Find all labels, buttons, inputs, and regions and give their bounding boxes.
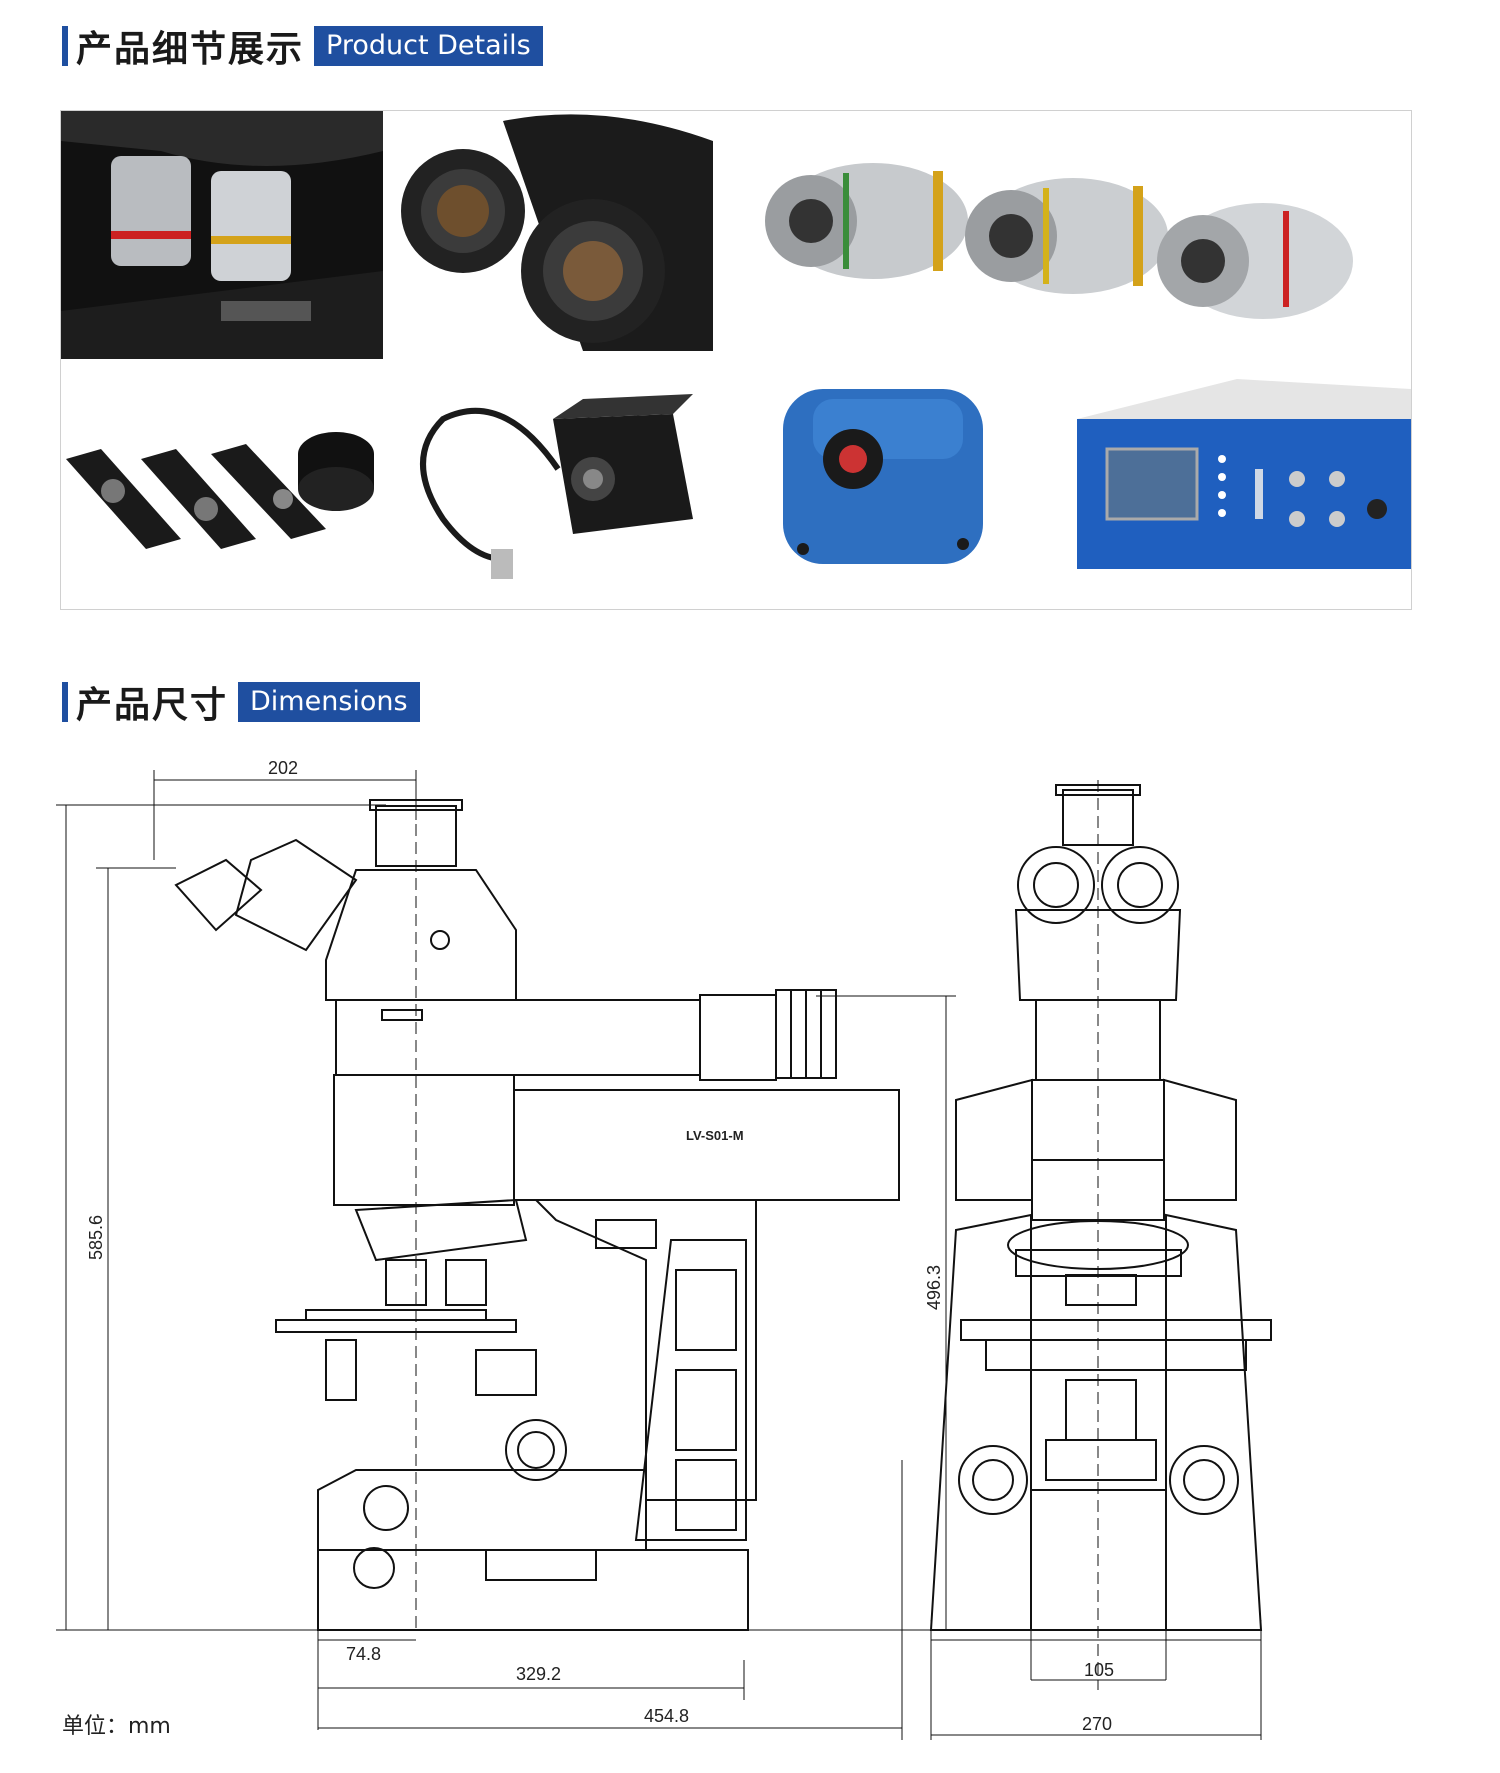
objective-lenses-photo — [723, 111, 1411, 360]
front-view-drawing — [929, 780, 1272, 1740]
controller-unit-photo — [1037, 359, 1411, 609]
filter-sliders-photo — [61, 359, 384, 609]
section-title-en: Dimensions — [238, 682, 420, 722]
section-title-cn: 产品尺寸 — [76, 685, 229, 726]
dim-base-depth: 329.2 — [516, 1664, 561, 1684]
section-title-cn: 产品细节展示 — [76, 29, 305, 70]
dim-arm-height: 496.3 — [924, 1265, 944, 1310]
dimension-drawings: 202 643 585.6 496.3 74.8 329.2 454.8 LV-… — [56, 760, 1466, 1760]
section-title-product-details: 产品细节展示 Product Details — [62, 24, 543, 70]
section-title-en: Product Details — [314, 26, 543, 66]
title-bar-accent — [62, 682, 68, 722]
dim-total-depth: 454.8 — [644, 1706, 689, 1726]
dim-front-offset: 74.8 — [346, 1644, 381, 1664]
dim-top-width: 202 — [268, 760, 298, 778]
model-label: LV-S01-M — [686, 1128, 744, 1143]
title-bar-accent — [62, 26, 68, 66]
dim-eyepiece-height: 585.6 — [86, 1215, 106, 1260]
objective-turret-photo — [61, 111, 384, 360]
unit-label: 单位：mm — [62, 1714, 171, 1739]
product-photo-grid — [60, 110, 1412, 610]
dim-total-width: 270 — [1082, 1714, 1112, 1734]
section-title-dimensions: 产品尺寸 Dimensions — [62, 680, 420, 726]
blue-camera-photo — [723, 359, 1038, 609]
eyepieces-photo — [383, 111, 724, 360]
side-view-drawing — [56, 770, 956, 1740]
light-source-module-photo — [383, 359, 724, 609]
dim-base-inner-width: 105 — [1084, 1660, 1114, 1680]
dim-total-height: 643 — [56, 1250, 60, 1280]
